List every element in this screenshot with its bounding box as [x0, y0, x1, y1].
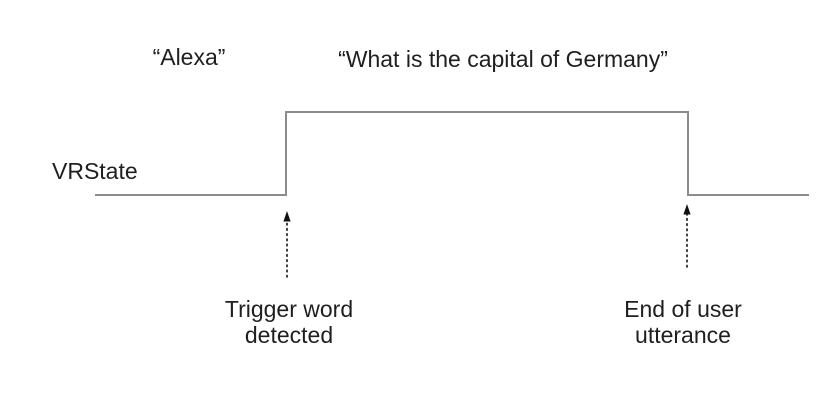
- trigger-word-text: “Alexa”: [152, 44, 226, 70]
- signal-label: VRState: [52, 158, 138, 184]
- end-of-utterance-label: End of user utterance: [624, 296, 742, 348]
- end-event-arrow-icon: [683, 204, 691, 268]
- utterance-text: “What is the capital of Germany”: [338, 46, 668, 72]
- vrstate-waveform: [95, 111, 809, 196]
- trigger-event-arrow-icon: [283, 211, 291, 278]
- trigger-detected-label: Trigger word detected: [224, 296, 354, 348]
